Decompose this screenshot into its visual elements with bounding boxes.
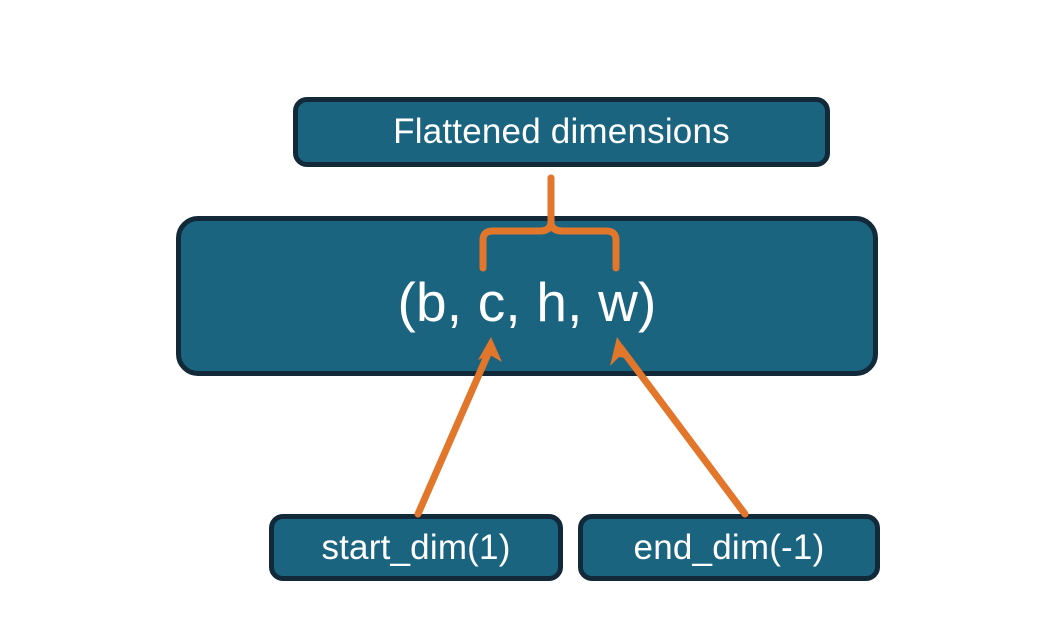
node-end-dim-label: end_dim(-1)	[633, 527, 825, 567]
node-start-dim-label: start_dim(1)	[321, 527, 511, 567]
node-flattened-dimensions-label: Flattened dimensions	[393, 112, 730, 151]
node-start-dim: start_dim(1)	[269, 514, 563, 581]
node-tensor-shape-label: (b, c, h, w)	[397, 271, 657, 333]
node-tensor-shape: (b, c, h, w)	[176, 216, 878, 376]
node-end-dim: end_dim(-1)	[578, 514, 880, 581]
node-flattened-dimensions: Flattened dimensions	[293, 97, 830, 167]
